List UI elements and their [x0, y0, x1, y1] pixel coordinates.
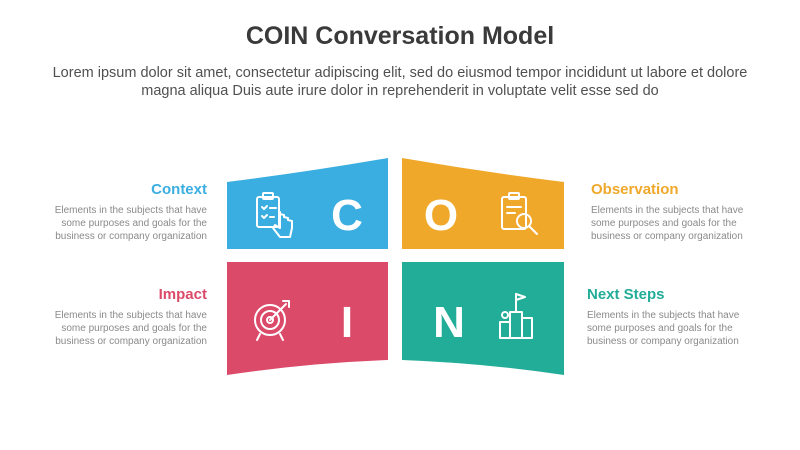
quadrant-impact-letter: I — [341, 298, 353, 347]
page-subtitle: Lorem ipsum dolor sit amet, consectetur … — [52, 65, 748, 99]
quadrant-context: C — [227, 158, 388, 249]
clipboard-hand-icon — [256, 192, 293, 238]
quadrant-observation: O — [402, 158, 564, 249]
label-context-heading: Context — [151, 181, 207, 198]
page-title: COIN Conversation Model — [245, 22, 555, 50]
label-impact: Impact Elements in the subjects that hav… — [32, 286, 207, 348]
quadrant-observation-shape — [402, 158, 564, 249]
quadrant-context-shape — [227, 158, 388, 249]
label-next-steps-heading: Next Steps — [587, 286, 665, 303]
label-next-steps: Next Steps Elements in the subjects that… — [587, 286, 762, 348]
label-impact-heading: Impact — [158, 286, 207, 303]
quadrant-next-steps: N — [402, 262, 564, 375]
label-next-steps-description: Elements in the subjects that have some … — [587, 310, 740, 347]
clipboard-magnifier-icon — [501, 192, 538, 235]
label-context-description: Elements in the subjects that have some … — [54, 205, 207, 242]
quadrant-observation-letter: O — [424, 191, 458, 240]
label-observation-heading: Observation — [591, 181, 679, 198]
label-impact-description: Elements in the subjects that have some … — [54, 310, 207, 347]
quadrant-impact-shape — [227, 262, 388, 375]
quadrant-next-steps-shape — [402, 262, 564, 375]
quadrant-context-letter: C — [331, 191, 363, 240]
label-context: Context Elements in the subjects that ha… — [32, 181, 207, 243]
quadrant-next-steps-letter: N — [433, 298, 465, 347]
podium-flag-icon — [499, 293, 533, 339]
target-arrow-icon — [254, 300, 290, 341]
label-observation-description: Elements in the subjects that have some … — [591, 205, 744, 242]
label-observation: Observation Elements in the subjects tha… — [591, 181, 766, 243]
quadrant-impact: I — [227, 262, 388, 375]
